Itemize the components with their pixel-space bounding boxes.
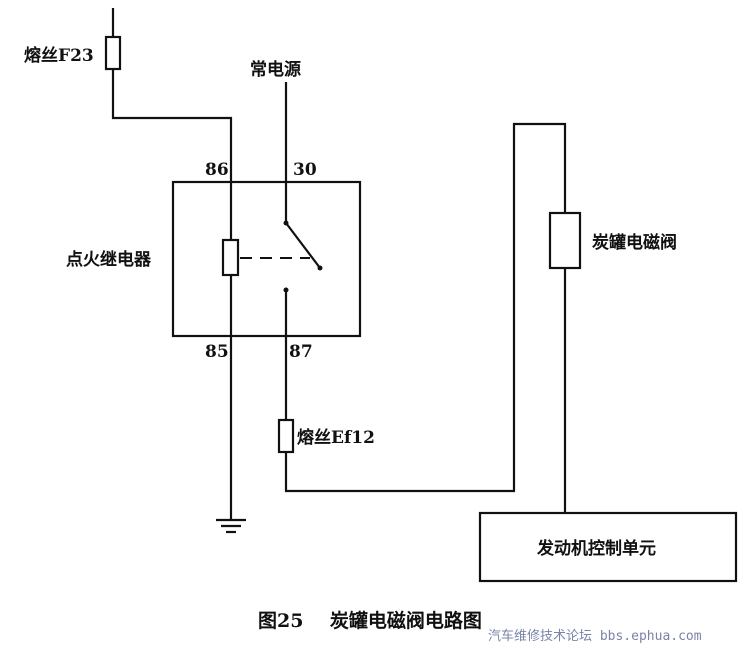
ecu-box [478, 511, 738, 583]
pin-30-label: 30 [293, 160, 317, 180]
fuse-f23-label: 熔丝F23 [24, 45, 94, 66]
ignition-relay-label: 点火继电器 [66, 249, 152, 270]
figure-caption: 图25 炭罐电磁阀电路图 [258, 609, 482, 632]
contact-87 [283, 287, 289, 293]
pin-87-label: 87 [289, 342, 313, 362]
switch-arm [285, 222, 321, 269]
ecu-label: 发动机控制单元 [536, 538, 656, 559]
forum-watermark: 汽车维修技术论坛 bbs.ephua.com [488, 628, 702, 644]
pin-85-label: 85 [205, 342, 229, 362]
relay-coil-symbol [221, 238, 240, 277]
fuse-f23-symbol [104, 35, 122, 71]
constant-power-label: 常电源 [250, 59, 301, 80]
wire-pin87-to-valve [284, 122, 567, 493]
canister-valve-symbol [548, 211, 582, 270]
switch-end-contact [317, 265, 323, 271]
canister-valve-label: 炭罐电磁阀 [592, 232, 677, 253]
fuse-ef12-label: 熔丝Ef12 [297, 427, 375, 448]
fuse-ef12-symbol [277, 418, 295, 454]
pin-86-label: 86 [205, 160, 229, 180]
wire-f23-to-pin86 [111, 8, 233, 520]
ground-symbol [216, 518, 246, 534]
